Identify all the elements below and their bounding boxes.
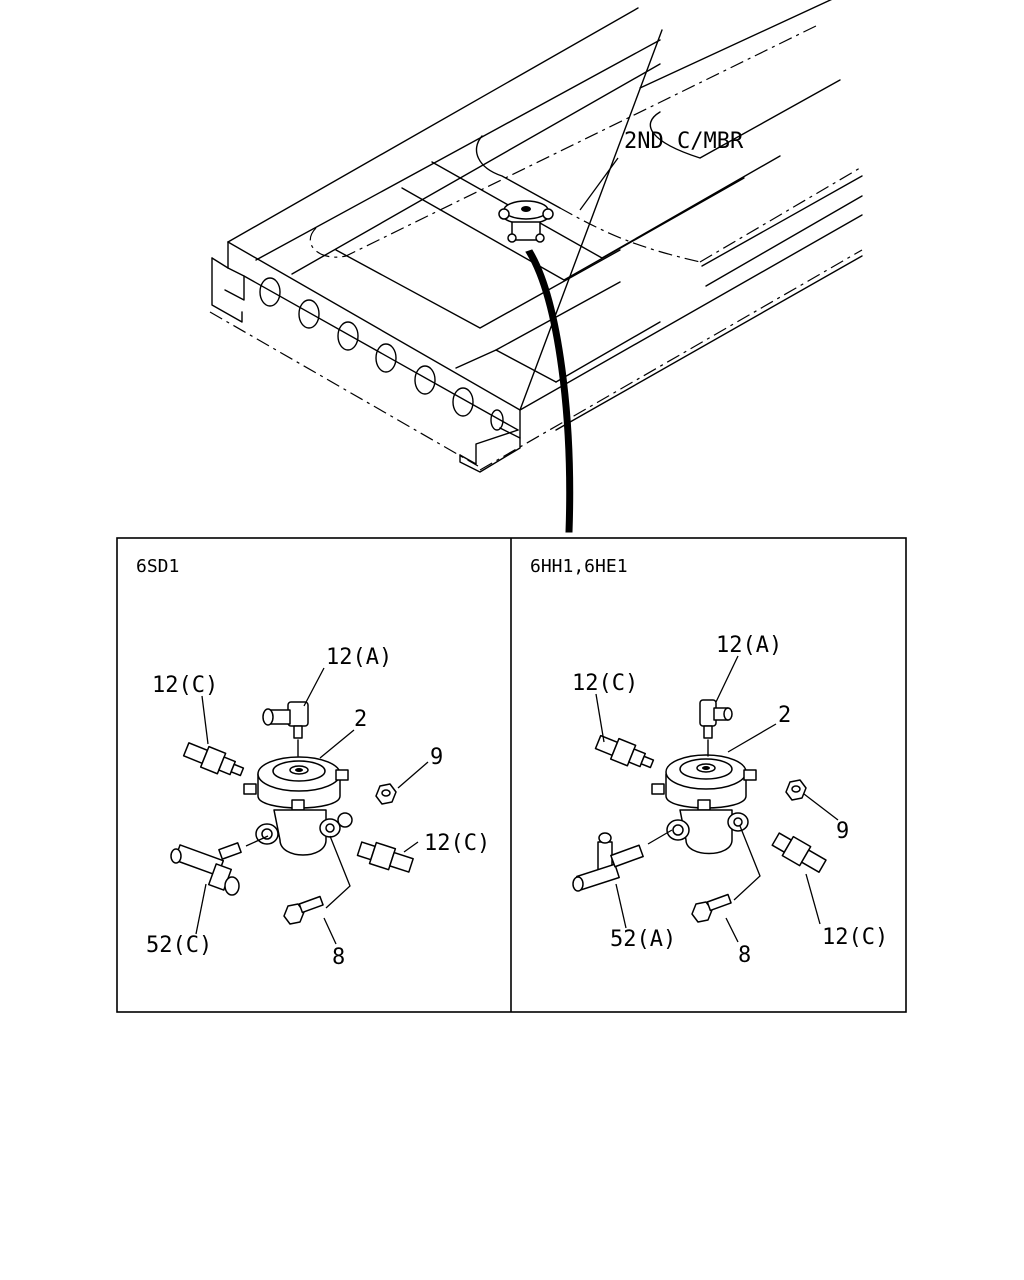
callout-valve-2: 2 <box>778 703 791 728</box>
callout-bolt-8: 8 <box>738 943 751 968</box>
connector-12c-upper <box>182 742 245 777</box>
tee-fitting-52c <box>170 842 242 896</box>
callout-12c-lower: 12(C) <box>424 831 490 856</box>
detail-connector-curve <box>525 249 574 533</box>
load-sensing-valve-small <box>498 200 554 243</box>
connector-12c-upper <box>594 734 655 769</box>
nut-9 <box>785 779 807 801</box>
chassis-frame-illustration: 2ND C/MBR <box>209 0 863 533</box>
callout-bolt-8: 8 <box>332 945 345 970</box>
elbow-fitting-12a <box>262 701 309 757</box>
callout-nut-9: 9 <box>836 819 849 844</box>
callout-12a: 12(A) <box>716 633 782 658</box>
callout-12a: 12(A) <box>326 645 392 670</box>
frame-label-leader <box>579 157 619 211</box>
callout-tee-52c: 52(C) <box>146 933 212 958</box>
tee-fitting-52a <box>572 832 644 892</box>
valve-2 <box>651 754 757 855</box>
callout-nut-9: 9 <box>430 745 443 770</box>
rail-lightening-holes <box>259 277 504 431</box>
bolt-8 <box>283 895 324 925</box>
panel-6hh1-6he1: 6HH1,6HE1 <box>530 556 888 968</box>
detail-box <box>116 537 907 1013</box>
callout-12c-lower: 12(C) <box>822 925 888 950</box>
connector-12c-lower <box>356 841 414 873</box>
nut-9 <box>375 783 397 805</box>
panel-title: 6HH1,6HE1 <box>530 556 628 577</box>
callout-12c-upper: 12(C) <box>572 671 638 696</box>
frame-label: 2ND C/MBR <box>624 129 744 154</box>
connector-12c-lower <box>771 832 827 873</box>
bolt-8 <box>691 893 732 923</box>
panel-title: 6SD1 <box>136 556 179 577</box>
callout-12c-upper: 12(C) <box>152 673 218 698</box>
panel-6sd1: 6SD1 <box>136 556 490 970</box>
valve-2 <box>243 756 353 856</box>
callout-tee-52a: 52(A) <box>610 927 676 952</box>
elbow-fitting-12a <box>699 699 733 757</box>
callout-valve-2: 2 <box>354 707 367 732</box>
